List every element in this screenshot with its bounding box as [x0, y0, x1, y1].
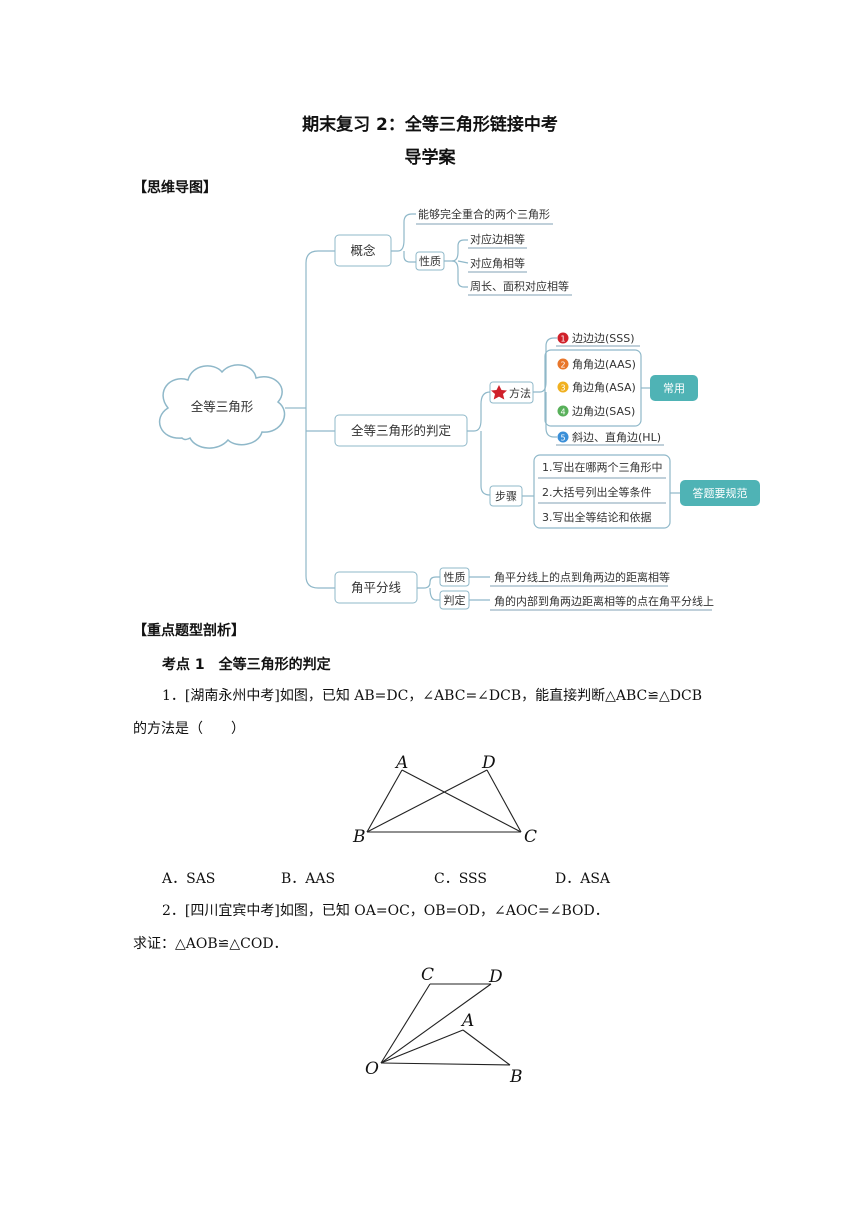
step-2: 2.大括号列出全等条件: [542, 485, 652, 499]
point-label-d: D: [481, 753, 496, 773]
q1-option-b: B．AAS: [281, 871, 336, 887]
svg-text:边边边(SSS): 边边边(SSS): [572, 332, 635, 345]
bisector-judge: 角的内部到角两边距离相等的点在角平分线上: [494, 594, 714, 608]
judgement-label: 全等三角形的判定: [351, 423, 451, 438]
point-label-c: C: [421, 965, 434, 985]
method-item-3: 3 角边角(ASA): [557, 381, 636, 394]
svg-text:5: 5: [560, 434, 565, 443]
method-label: 方法: [509, 386, 531, 400]
point-label-d: D: [488, 967, 503, 987]
point-label-b: B: [352, 827, 366, 847]
q1-line2: 的方法是（ ）: [133, 721, 245, 737]
concept-label: 概念: [350, 243, 376, 258]
bisector-property-label: 性质: [444, 570, 466, 584]
common-tag-label: 常用: [663, 382, 685, 395]
method-item-2: 2 角角边(AAS): [557, 358, 636, 371]
concept-definition: 能够完全重合的两个三角形: [418, 207, 550, 221]
q1-option-d: D．ASA: [555, 871, 611, 887]
q2-line1: 2．[四川宜宾中考]如图，已知 OA=OC，OB=OD，∠AOC=∠BOD．: [162, 903, 609, 919]
concept-property-label: 性质: [419, 254, 441, 268]
bisector-property: 角平分线上的点到角两边的距离相等: [494, 570, 670, 584]
number-badge-icon: [557, 405, 569, 417]
concept-property-3: 周长、面积对应相等: [470, 279, 569, 293]
method-item-1: 1 边边边(SSS): [556, 332, 640, 347]
point-label-c: C: [524, 827, 537, 847]
steps-tag-label: 答题要规范: [693, 486, 748, 500]
concept-property-2: 对应角相等: [470, 256, 525, 270]
svg-text:角角边(AAS): 角角边(AAS): [572, 358, 636, 371]
step-3: 3.写出全等结论和依据: [542, 510, 652, 524]
concept-property-1: 对应边相等: [470, 232, 525, 246]
root-cloud: 全等三角形: [158, 364, 286, 449]
point-label-a: A: [460, 1011, 474, 1031]
star-icon: [491, 385, 507, 400]
topic-heading: 考点 1 全等三角形的判定: [162, 657, 331, 673]
svg-text:角边角(ASA): 角边角(ASA): [572, 381, 636, 394]
number-badge-icon: [557, 332, 569, 344]
svg-text:斜边、直角边(HL): 斜边、直角边(HL): [572, 430, 661, 444]
point-label-o: O: [365, 1059, 379, 1079]
method-item-4: 4 边角边(SAS): [557, 405, 635, 418]
number-badge-icon: [557, 431, 569, 443]
analysis-section-label: 【重点题型剖析】: [133, 623, 245, 639]
number-badge-icon: [557, 358, 569, 370]
page-subtitle: 导学案: [404, 148, 456, 168]
step-1: 1.写出在哪两个三角形中: [542, 460, 663, 474]
svg-text:3: 3: [560, 384, 565, 393]
svg-text:边角边(SAS): 边角边(SAS): [572, 405, 635, 418]
bisector-judge-label: 判定: [444, 593, 466, 607]
mindmap: 全等三角形 概念 能够完全重合的两个三角形 性质 对应边相等 对应角相等 周长、…: [158, 207, 760, 611]
steps-label: 步骤: [495, 490, 517, 503]
q1-figure: A D B C: [352, 753, 537, 847]
method-item-5: 5 斜边、直角边(HL): [556, 430, 664, 446]
steps-box: [533, 454, 671, 529]
root-label: 全等三角形: [191, 399, 254, 414]
point-label-a: A: [394, 753, 408, 773]
steps-tag: [680, 480, 760, 506]
q1-line1: 1．[湖南永州中考]如图，已知 AB=DC，∠ABC=∠DCB，能直接判断△AB…: [162, 688, 702, 704]
svg-text:1: 1: [560, 335, 565, 344]
number-badge-icon: [557, 381, 569, 393]
q1-option-a: A．SAS: [162, 871, 216, 887]
mindmap-section-label: 【思维导图】: [133, 180, 217, 196]
q2-figure: C D A O B: [365, 965, 523, 1087]
q1-option-c: C．SSS: [434, 871, 487, 887]
bisector-label: 角平分线: [351, 580, 402, 595]
common-tag: [650, 375, 698, 401]
point-label-b: B: [509, 1067, 523, 1087]
svg-text:2: 2: [560, 361, 565, 370]
svg-text:4: 4: [560, 408, 565, 417]
q2-line2: 求证：△AOB≌△COD．: [133, 936, 288, 952]
page-title: 期末复习 2：全等三角形链接中考: [302, 115, 558, 135]
